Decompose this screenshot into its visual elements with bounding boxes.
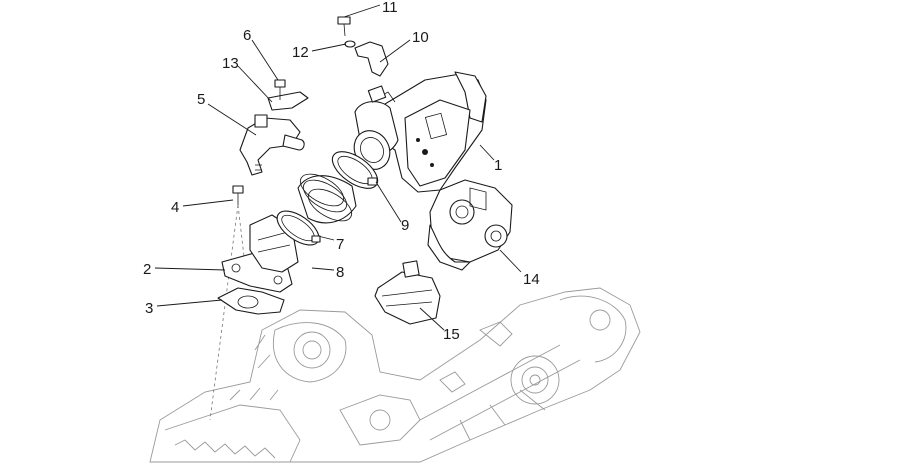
sleeve-15 bbox=[374, 260, 441, 325]
assembly-line-left bbox=[209, 204, 239, 421]
callout-11: 11 bbox=[382, 0, 398, 16]
callout-12: 12 bbox=[292, 44, 309, 61]
callout-5: 5 bbox=[197, 91, 205, 108]
callout-2: 2 bbox=[143, 261, 151, 278]
screw-6 bbox=[274, 79, 286, 100]
clamp-8 bbox=[276, 210, 321, 246]
washer-12 bbox=[344, 40, 356, 48]
callout-6: 6 bbox=[243, 27, 251, 44]
engine-crankcase-ghost bbox=[149, 287, 641, 463]
mounting-bracket bbox=[354, 41, 389, 103]
clamp-9 bbox=[331, 151, 379, 189]
callout-3: 3 bbox=[145, 300, 153, 317]
injector-assembly bbox=[239, 114, 305, 176]
callout-14: 14 bbox=[523, 271, 540, 288]
throttle-body-assembly bbox=[427, 179, 513, 271]
leader-lines bbox=[154, 4, 522, 331]
callout-7: 7 bbox=[336, 236, 344, 253]
bolt-4 bbox=[232, 185, 244, 205]
throttle-body bbox=[353, 71, 487, 193]
assembly-line-bolt bbox=[237, 204, 246, 266]
gasket-3 bbox=[217, 287, 285, 315]
screw-11 bbox=[337, 16, 351, 37]
callout-13: 13 bbox=[222, 55, 239, 72]
callout-10: 10 bbox=[412, 29, 429, 46]
intake-sleeve-7 bbox=[297, 173, 357, 224]
bracket-13 bbox=[267, 91, 309, 111]
callout-15: 15 bbox=[443, 326, 460, 343]
callout-4: 4 bbox=[171, 199, 179, 216]
callout-9: 9 bbox=[401, 217, 409, 234]
callout-labels: 1 2 3 4 5 6 7 8 9 10 11 12 13 14 15 bbox=[143, 0, 540, 343]
callout-1: 1 bbox=[494, 157, 502, 174]
callout-8: 8 bbox=[336, 264, 344, 281]
